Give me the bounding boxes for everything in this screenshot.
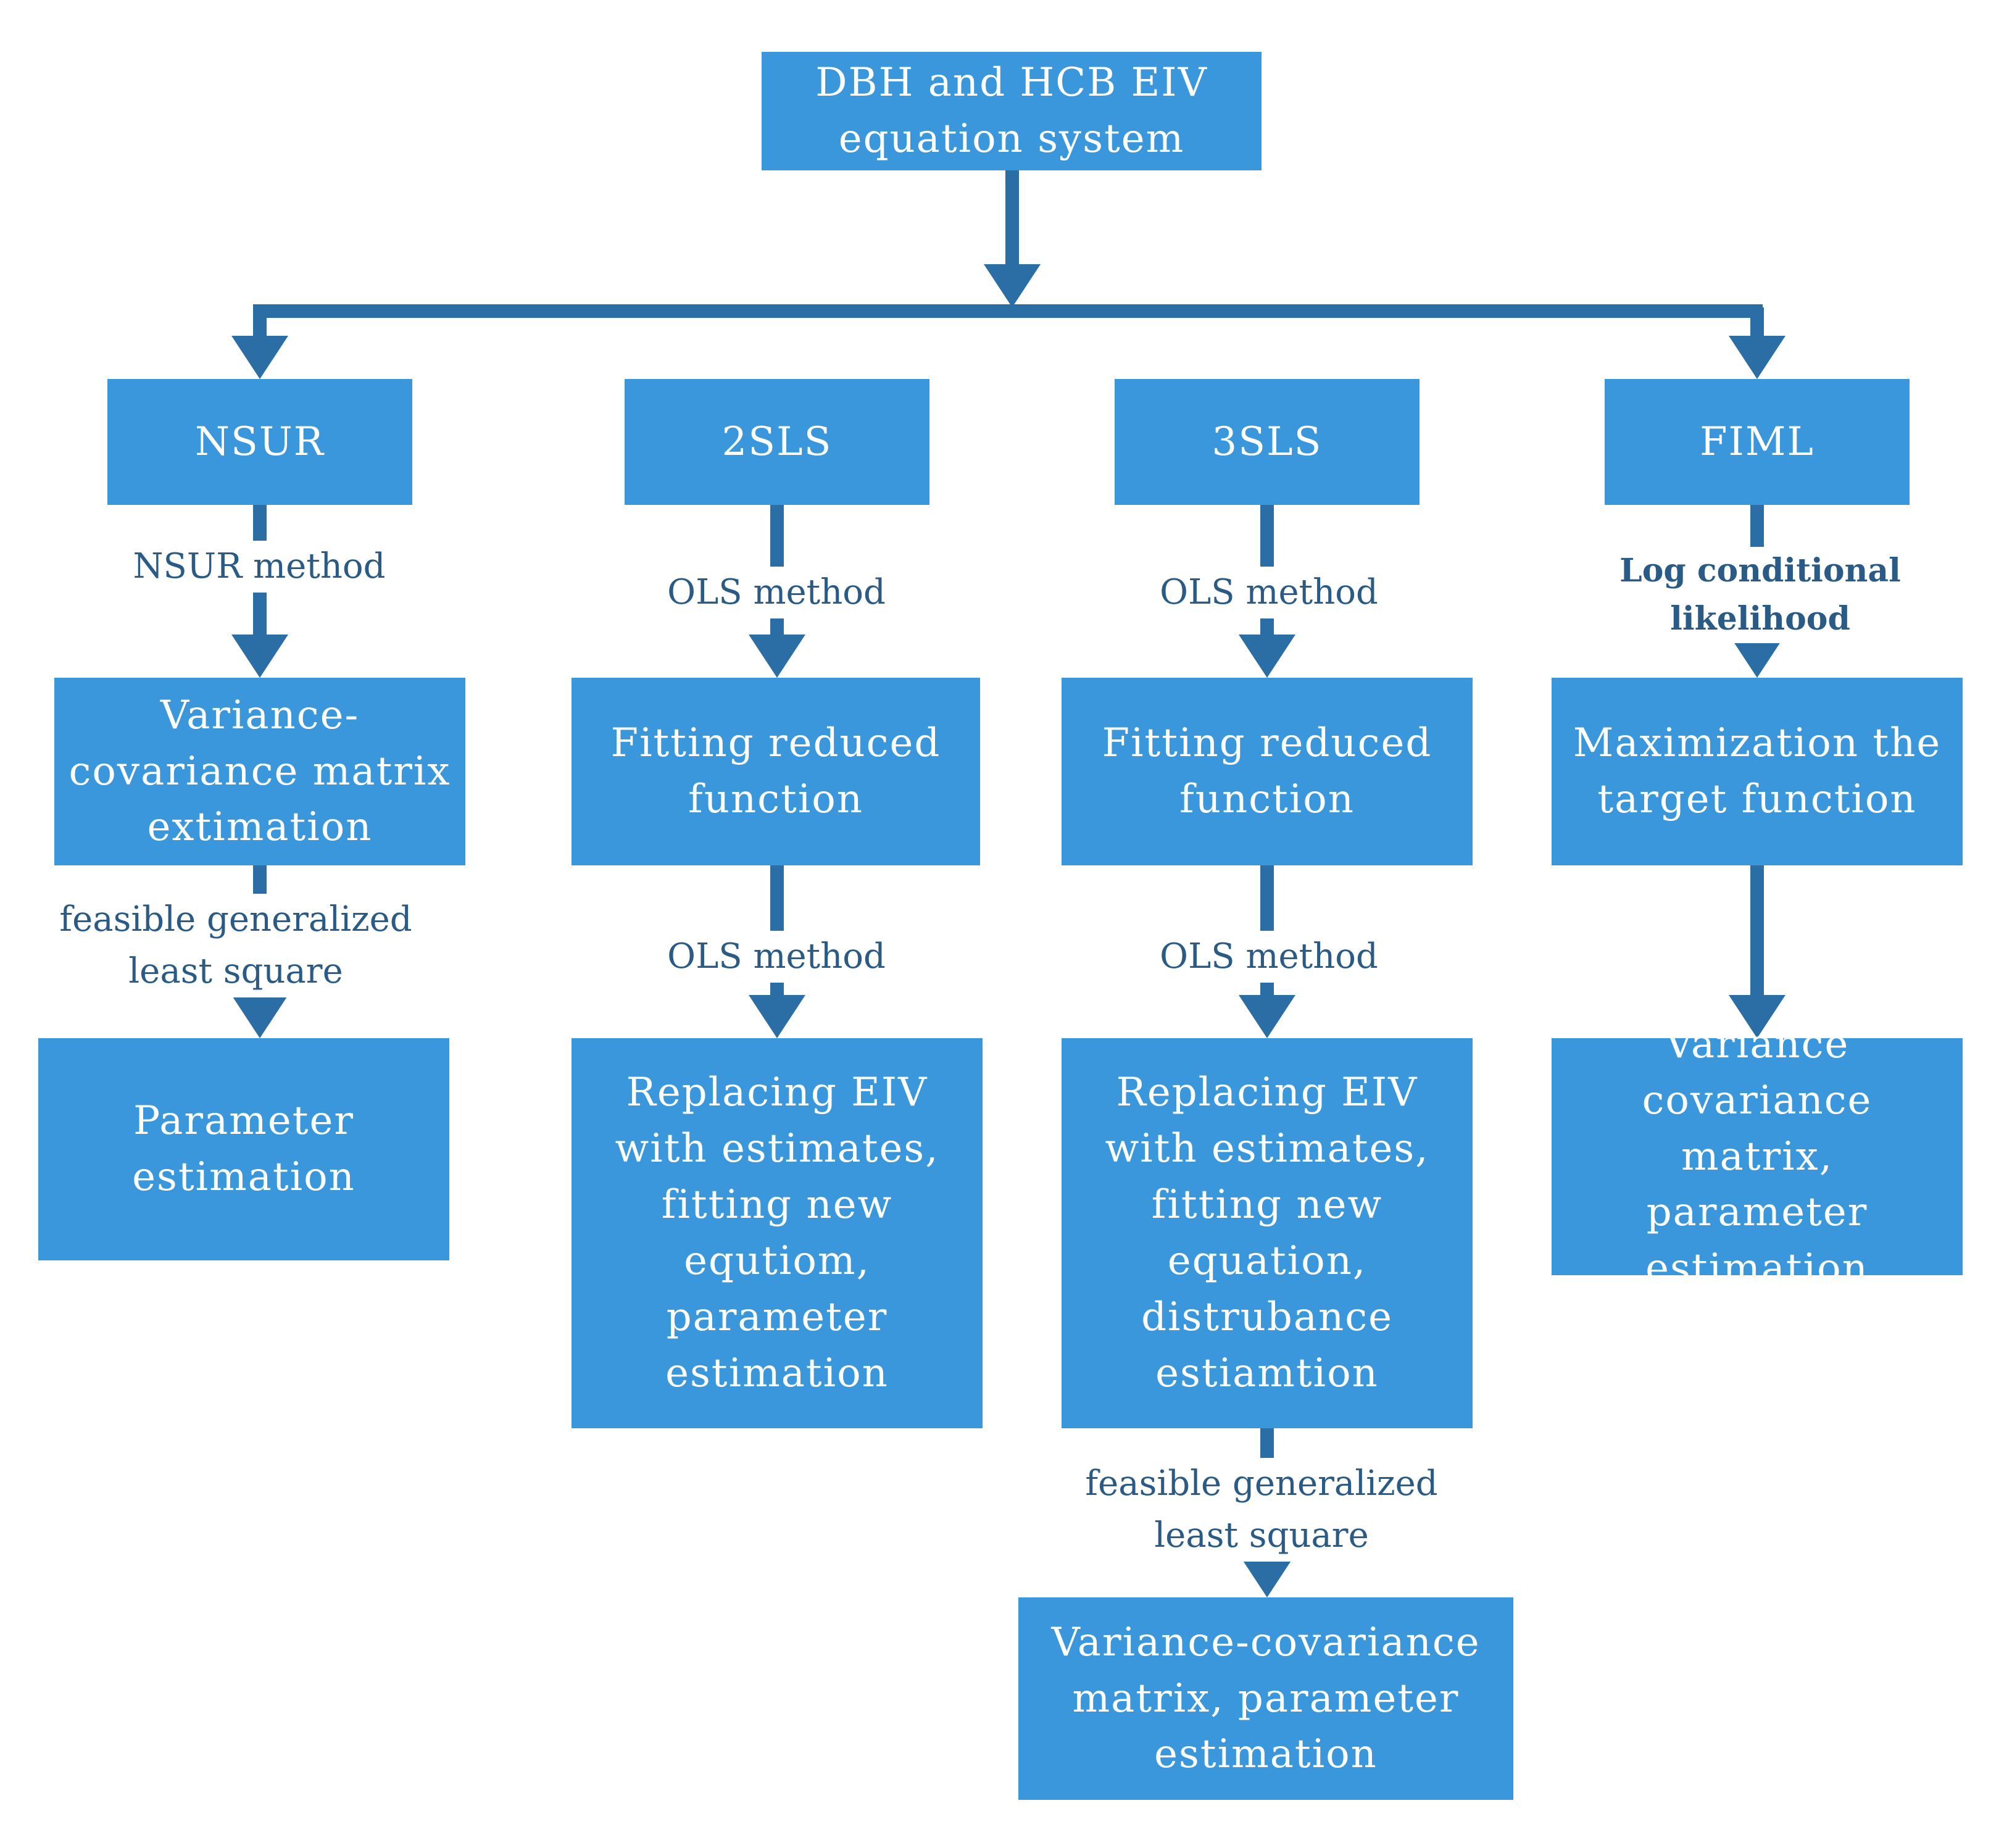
arrow-fiml-step2-head xyxy=(1729,995,1785,1038)
node-nsur: NSUR xyxy=(107,379,412,505)
arrow-3sls-step3-head xyxy=(1239,1554,1295,1597)
arrow-to-nsur-head xyxy=(231,336,288,379)
node-3sls: 3SLS xyxy=(1115,379,1420,505)
label-ols-2sls-1: OLS method xyxy=(662,567,891,618)
arrow-root-down-head xyxy=(984,264,1041,307)
arrow-2sls-step1-head xyxy=(749,635,805,678)
label-nsur-method: NSUR method xyxy=(128,541,391,593)
arrow-fiml-step1-head xyxy=(1729,635,1785,678)
arrow-3sls-step1-head xyxy=(1239,635,1295,678)
node-2sls: 2SLS xyxy=(625,379,929,505)
arrow-3sls-step2-head xyxy=(1239,995,1295,1038)
node-fiml: FIML xyxy=(1605,379,1910,505)
label-ols-3sls-2: OLS method xyxy=(1155,931,1383,983)
label-ols-3sls-1: OLS method xyxy=(1155,567,1383,618)
arrow-to-fiml-head xyxy=(1729,336,1785,379)
arrow-nsur-step2-head xyxy=(231,995,288,1038)
arrow-nsur-step1-head xyxy=(231,635,288,678)
label-ols-2sls-2: OLS method xyxy=(662,931,891,983)
arrow-2sls-step2-head xyxy=(749,995,805,1038)
